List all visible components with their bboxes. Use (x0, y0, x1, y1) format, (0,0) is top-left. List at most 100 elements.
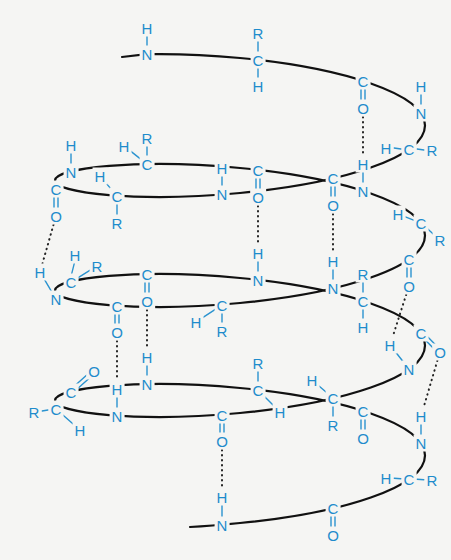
bond-line (334, 516, 335, 527)
atom-label: C (64, 274, 79, 291)
bond-line (118, 314, 119, 324)
atom-label: N (215, 186, 230, 203)
bond-line (72, 263, 75, 274)
atom-label: R (433, 232, 448, 249)
atom-label: H (326, 253, 341, 270)
hydrogen-bond (393, 295, 406, 337)
bond-line (257, 68, 258, 78)
bond-line (148, 282, 149, 293)
atom-label: H (379, 140, 394, 157)
bond-line (420, 94, 421, 105)
atom-label: H (140, 20, 155, 37)
bond-line (362, 172, 363, 183)
atom-label: C (326, 390, 341, 407)
atom-label: O (401, 278, 417, 295)
atom-label: R (425, 142, 440, 159)
atom-label: H (383, 337, 398, 354)
atom-label: C (64, 384, 79, 401)
atom-label: R (90, 258, 105, 275)
bond-line (360, 419, 361, 430)
bond-line (203, 309, 216, 317)
atom-label: O (432, 344, 448, 361)
atom-label: C (215, 407, 230, 424)
atom-label: H (251, 245, 266, 262)
atom-label: R (110, 215, 125, 232)
atom-label: R (251, 355, 266, 372)
atom-label: H (64, 137, 79, 154)
atom-label: R (425, 472, 440, 489)
bond-line (334, 186, 335, 197)
bond-line (364, 419, 365, 430)
atom-label: O (109, 324, 125, 341)
bond-line (257, 261, 258, 272)
atom-label: N (140, 46, 155, 63)
bond-line (219, 423, 220, 433)
atom-label: O (355, 430, 371, 447)
bond-line (362, 309, 363, 319)
bond-line (146, 146, 147, 156)
atom-label: C (402, 251, 417, 268)
atom-label: C (356, 73, 371, 90)
atom-label: H (356, 156, 371, 173)
bond-line (417, 149, 424, 150)
bond-line (417, 479, 424, 481)
bond-line (70, 153, 71, 164)
hydrogen-bond (221, 450, 223, 488)
bond-line (330, 516, 331, 527)
bond-line (257, 371, 258, 382)
bond-line (116, 397, 117, 408)
bond-line (221, 313, 222, 323)
bond-line (410, 267, 411, 278)
atom-label: N (251, 272, 266, 289)
atom-label: N (140, 376, 155, 393)
bond-line (362, 282, 363, 293)
atom-label: C (414, 325, 429, 342)
atom-label: H (215, 160, 230, 177)
atom-label: O (325, 197, 341, 214)
atom-label: H (189, 314, 204, 331)
bond-line (332, 406, 333, 417)
helix-backbone (55, 54, 425, 527)
bond-line (114, 314, 115, 324)
bond-line (332, 269, 333, 280)
bond-line (78, 270, 90, 278)
atom-label: N (110, 408, 125, 425)
atom-label: O (139, 293, 155, 310)
hydrogen-bond (424, 361, 438, 408)
atom-label: C (356, 403, 371, 420)
bond-line (330, 186, 331, 197)
bond-line (394, 148, 401, 149)
atom-label: C (49, 181, 64, 198)
atom-label: H (215, 489, 230, 506)
atom-label: O (214, 433, 230, 450)
atom-label: C (326, 500, 341, 517)
hydrogen-bond (362, 117, 364, 155)
hydrogen-bond (43, 225, 54, 264)
atom-label: C (402, 471, 417, 488)
bond-line (405, 217, 413, 220)
atom-label: H (356, 319, 371, 336)
atom-label: C (215, 297, 230, 314)
atom-label: H (305, 372, 320, 389)
hydrogen-bond (257, 206, 259, 244)
bond-line (364, 89, 365, 100)
bond-line (420, 424, 421, 435)
atom-label: H (110, 381, 125, 398)
atom-label: C (414, 215, 429, 232)
hydrogen-bond (146, 310, 148, 348)
atom-label: N (402, 361, 417, 378)
atom-label: O (325, 527, 341, 544)
bond-line (144, 282, 145, 293)
atom-label: C (110, 298, 125, 315)
atom-label: N (215, 517, 230, 534)
atom-label: O (355, 100, 371, 117)
atom-label: H (391, 206, 406, 223)
hydrogen-bonds (43, 117, 438, 488)
atom-label: O (250, 189, 266, 206)
atom-label: R (356, 266, 371, 283)
bond-line (146, 36, 147, 46)
atom-label: R (251, 25, 266, 42)
atom-label: C (251, 52, 266, 69)
bond-line (57, 197, 58, 208)
atom-label: H (414, 78, 429, 95)
